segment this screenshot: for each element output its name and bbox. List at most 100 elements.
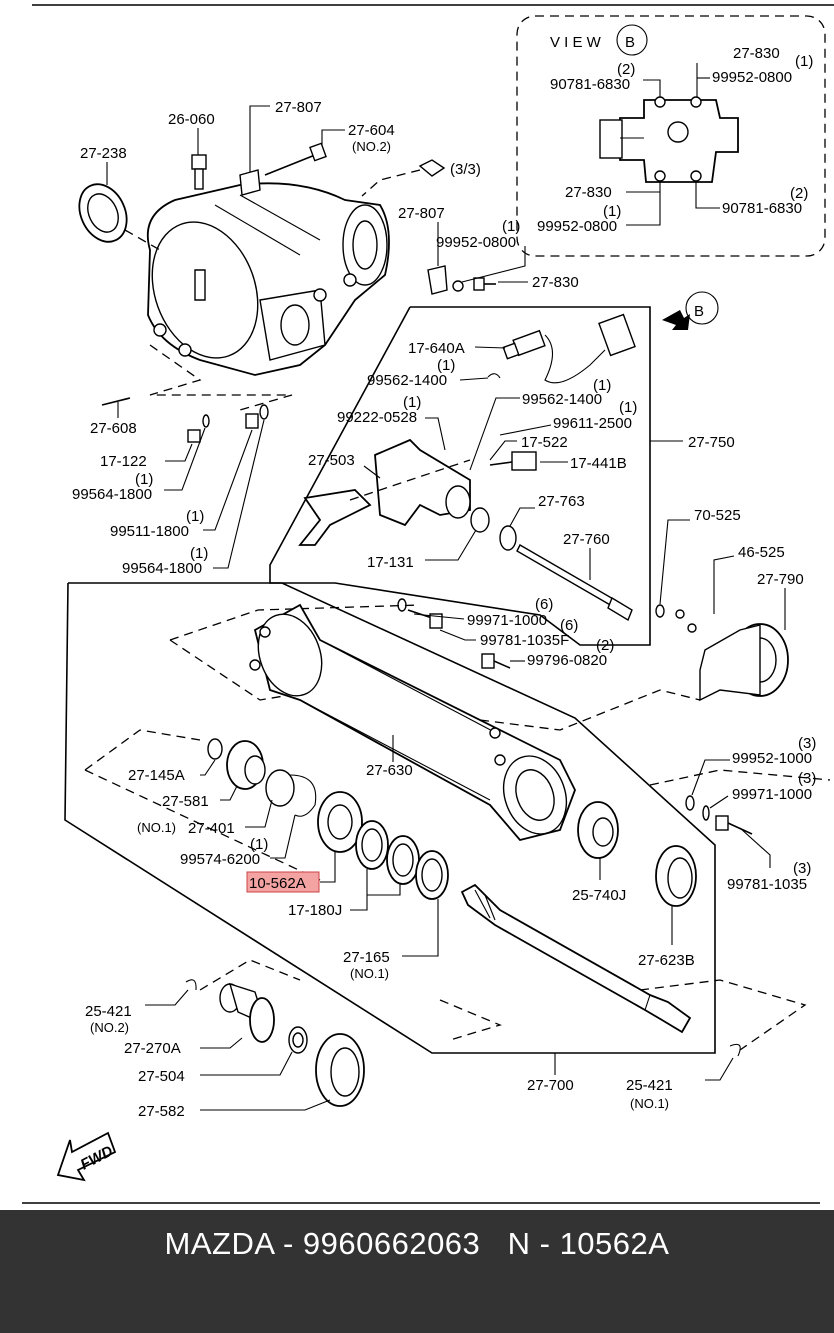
- label-27-608: 27-608: [90, 420, 137, 437]
- label-qty: (2): [596, 637, 614, 654]
- extension-housing-17-131: [374, 438, 490, 533]
- label-qty: (1): [403, 394, 421, 411]
- oil-seal-27-623b: [655, 845, 697, 907]
- label-no-1: (NO.1): [350, 966, 389, 981]
- differential-carrier-drawing: [146, 182, 390, 376]
- label-27-807: 27-807: [275, 99, 322, 116]
- label-99564-1800: 99564-1800: [72, 486, 152, 503]
- label-26-060: 26-060: [168, 111, 215, 128]
- bolt-99796: [481, 653, 511, 669]
- footer-part-number: MAZDA - 9960662063 N - 10562A: [164, 1226, 670, 1261]
- label-99971-1000: 99971-1000: [467, 612, 547, 629]
- snap-ring-25-421: [185, 979, 197, 991]
- callout-b-letter: B: [694, 303, 704, 320]
- label-27-790: 27-790: [757, 571, 804, 588]
- view-b-title: V I E W: [550, 34, 602, 51]
- snap-ring-25-421: [729, 1043, 741, 1057]
- label-qty: (1): [250, 836, 268, 853]
- label-17-122: 17-122: [100, 453, 147, 470]
- label-17-522: 17-522: [521, 434, 568, 451]
- label-99562-1400: 99562-1400: [367, 372, 447, 389]
- transfer-case-27-630: [249, 603, 576, 842]
- stud-27-608: [101, 397, 131, 406]
- label-99952-1000: 99952-1000: [732, 750, 812, 767]
- label-10-562a: 10-562A: [249, 875, 306, 892]
- label-17-180j: 17-180J: [288, 902, 342, 919]
- label-99952-0800: 99952-0800: [537, 218, 617, 235]
- label-17-441b: 17-441B: [570, 455, 627, 472]
- parts-diagram-svg: V I E W B 27-830 (1) 99952-0800 (2) 9078…: [22, 4, 834, 1204]
- bearing-10-562a: [317, 791, 363, 853]
- label-99796-0820: 99796-0820: [527, 652, 607, 669]
- label-27-623b: 27-623B: [638, 952, 695, 969]
- label-70-525: 70-525: [694, 507, 741, 524]
- label-no-1: (NO.1): [630, 1096, 669, 1111]
- label-27-630: 27-630: [366, 762, 413, 779]
- plug-99511: [245, 413, 259, 429]
- label-no-2: (NO.2): [352, 139, 391, 154]
- bolt-99781: [715, 815, 753, 835]
- footer-bar: MAZDA - 9960662063 N - 10562A: [0, 1210, 834, 1333]
- switch-17-640a: [502, 313, 636, 384]
- label-27-760: 27-760: [563, 531, 610, 548]
- label-27-145a: 27-145A: [128, 767, 185, 784]
- label-27-503: 27-503: [308, 452, 355, 469]
- seal-70-525: [655, 604, 665, 618]
- label-27-238: 27-238: [80, 145, 127, 162]
- label-no-2: (NO.2): [90, 1020, 129, 1035]
- label-99511-1800: 99511-1800: [110, 523, 189, 540]
- label-27-401: 27-401: [188, 820, 235, 837]
- label-qty: (1): [186, 508, 204, 525]
- washer-99952: [452, 280, 464, 292]
- label-27-582: 27-582: [138, 1103, 185, 1120]
- bolt-27-830: [473, 277, 496, 291]
- bolts-99971: [397, 598, 443, 629]
- label-25-740j: 25-740J: [572, 887, 626, 904]
- label-99952-0800: 99952-0800: [436, 234, 516, 251]
- label-17-640a: 17-640A: [408, 340, 465, 357]
- assembly-frame-27-750: [269, 306, 651, 646]
- view-b-letter: B: [625, 34, 635, 51]
- leader: [695, 181, 720, 209]
- label-46-525: 46-525: [738, 544, 785, 561]
- label-qty: (3): [793, 860, 811, 877]
- label-qty: (6): [535, 596, 553, 613]
- output-shaft-27-700: [460, 883, 692, 1034]
- highlight-10-562a: [246, 871, 320, 893]
- view-b-letter-circle: [616, 24, 648, 56]
- gear-17-441b: [489, 451, 537, 471]
- parts-diagram: V I E W B 27-830 (1) 99952-0800 (2) 9078…: [22, 4, 834, 1204]
- sleeve-27-270a: [219, 982, 275, 1043]
- view-b-frame: [516, 15, 826, 257]
- shift-rod-27-760: [516, 544, 633, 622]
- label-99574-6200: 99574-6200: [180, 851, 260, 868]
- gasket-99564: [202, 414, 210, 428]
- label-qty: (2): [790, 185, 808, 202]
- label-99952-0800: 99952-0800: [712, 69, 792, 86]
- label-99971-1000: 99971-1000: [732, 786, 812, 803]
- label-27-581: 27-581: [162, 793, 209, 810]
- label-qty: (1): [603, 203, 621, 220]
- label-qty: (1): [437, 357, 455, 374]
- washer-99952: [685, 795, 695, 811]
- label-25-421: 25-421: [626, 1077, 673, 1094]
- label-qty: (1): [795, 53, 813, 70]
- label-27-807: 27-807: [398, 205, 445, 222]
- label-27-763: 27-763: [538, 493, 585, 510]
- fwd-arrow-icon: FWD: [56, 1131, 117, 1182]
- label-17-131: 17-131: [367, 554, 414, 571]
- label-27-504: 27-504: [138, 1068, 185, 1085]
- leader: [643, 79, 661, 97]
- label-99222-0528: 99222-0528: [337, 409, 417, 426]
- bolt-27-604: [264, 142, 327, 176]
- plug-17-122: [187, 429, 201, 443]
- callout-b-circle: [685, 291, 719, 325]
- label-qty: (1): [619, 399, 637, 416]
- label-qty: (1): [593, 377, 611, 394]
- washer-99971: [702, 805, 710, 821]
- actuator-27-790: [675, 609, 789, 702]
- washer-27-763: [499, 525, 517, 551]
- assembly-frame-27-700: [64, 582, 716, 1054]
- label-25-421: 25-421: [85, 1003, 132, 1020]
- label-qty: (1): [502, 218, 520, 235]
